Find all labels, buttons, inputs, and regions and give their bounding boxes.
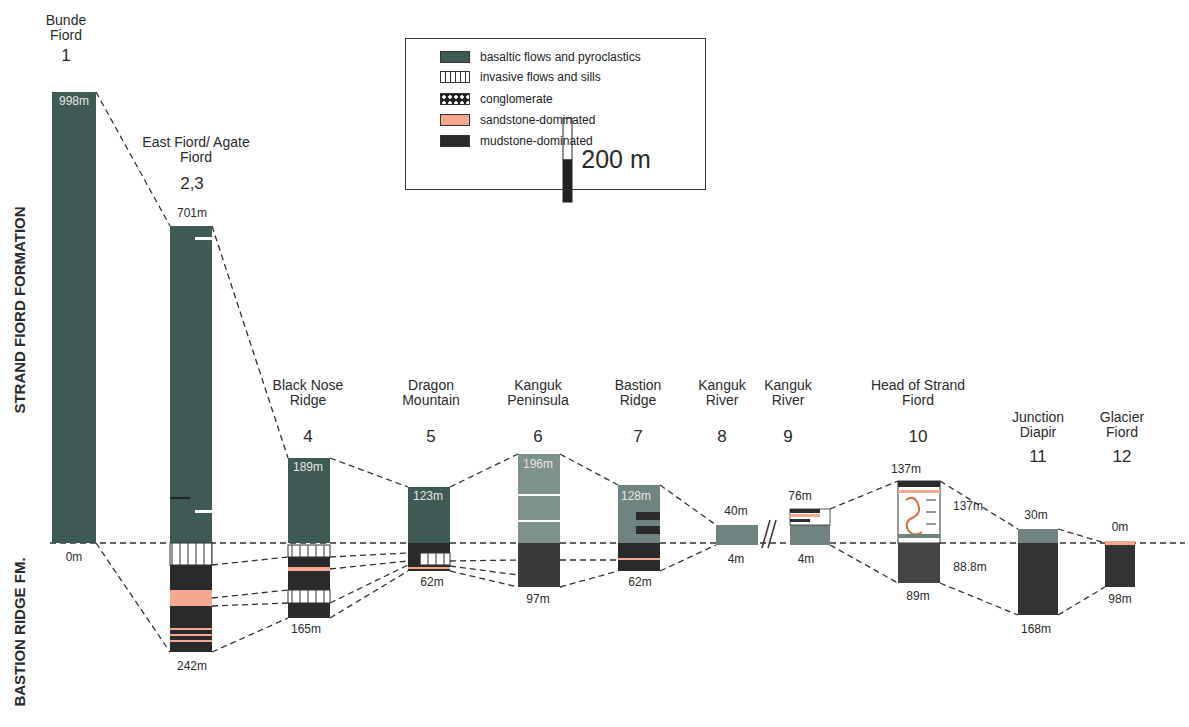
- correlation-lines: [50, 92, 1185, 652]
- thickness-label: 998m: [59, 95, 89, 108]
- thickness-label: 76m: [788, 490, 811, 503]
- legend-text: sandstone-dominated: [480, 113, 595, 127]
- thickness-label: 40m: [724, 505, 747, 518]
- section-name: Glacier Fiord: [1092, 410, 1152, 441]
- legend-row: sandstone-dominated: [440, 112, 595, 128]
- legend-row: basaltic flows and pyroclastics: [440, 49, 641, 65]
- thickness-label: 0m: [1112, 521, 1129, 534]
- thickness-label: 196m: [523, 458, 553, 471]
- thickness-label: 128m: [621, 490, 651, 503]
- section-number: 9: [783, 428, 792, 447]
- formation-name: STRAND FIORD FORMATION: [12, 206, 29, 413]
- thickness-label: 30m: [1024, 509, 1047, 522]
- thickness-label: 123m: [413, 490, 443, 503]
- thickness-label: 62m: [628, 576, 651, 589]
- section-name: Junction Diapir: [1003, 410, 1073, 441]
- section-name: East Fiord/ Agate Fiord: [141, 135, 251, 166]
- thickness-label: 4m: [798, 553, 815, 566]
- thickness-label: 165m: [291, 623, 321, 636]
- section-name: Bastion Ridge: [603, 378, 673, 409]
- section-name: Kanguk Peninsula: [498, 378, 578, 409]
- section-name: Head of Strand Fiord: [868, 378, 968, 409]
- section-number: 8: [717, 428, 726, 447]
- thickness-label: 97m: [526, 593, 549, 606]
- section-number: 10: [909, 428, 928, 447]
- thickness-label: 62m: [420, 576, 443, 589]
- thickness-label: 98m: [1108, 593, 1131, 606]
- section-number: 2,3: [180, 175, 204, 194]
- legend-swatch: [440, 135, 470, 147]
- section-number: 12: [1113, 448, 1132, 467]
- section-number: 4: [303, 428, 312, 447]
- thickness-label: 88.8m: [953, 561, 986, 574]
- section-name: Dragon Mountain: [391, 378, 471, 409]
- thickness-label: 137m: [891, 463, 921, 476]
- legend-swatch: [440, 51, 470, 63]
- legend-text: mudstone-dominated: [480, 134, 593, 148]
- section-name: Bunde Fiord: [36, 13, 96, 44]
- legend-row: mudstone-dominated: [440, 133, 593, 149]
- legend-text: invasive flows and sills: [480, 70, 601, 84]
- thickness-label: 200 m: [581, 146, 650, 174]
- thickness-label: 4m: [728, 553, 745, 566]
- section-number: 11: [1029, 448, 1047, 467]
- section-columns: [52, 92, 1135, 652]
- section-name: Kanguk River: [758, 378, 818, 409]
- legend-swatch: [440, 71, 470, 83]
- section-name: Black Nose Ridge: [261, 378, 356, 409]
- legend-swatch: [440, 114, 470, 126]
- legend-text: basaltic flows and pyroclastics: [480, 50, 641, 64]
- legend-text: conglomerate: [480, 92, 553, 106]
- section-number: 5: [426, 428, 435, 447]
- section-number: 6: [533, 428, 542, 447]
- legend-swatch: [440, 93, 470, 105]
- section-name: Kanguk River: [692, 378, 752, 409]
- formation-name: BASTION RIDGE FM.: [12, 557, 29, 706]
- thickness-label: 137m: [953, 500, 983, 513]
- legend-row: conglomerate: [440, 91, 553, 107]
- thickness-label: 0m: [66, 551, 83, 564]
- section-number: 7: [633, 428, 642, 447]
- legend-row: invasive flows and sills: [440, 69, 601, 85]
- thickness-label: 242m: [177, 660, 207, 673]
- section-number: 1: [61, 47, 70, 66]
- thickness-label: 701m: [177, 207, 207, 220]
- thickness-label: 89m: [906, 590, 929, 603]
- thickness-label: 189m: [293, 461, 323, 474]
- thickness-label: 168m: [1021, 623, 1051, 636]
